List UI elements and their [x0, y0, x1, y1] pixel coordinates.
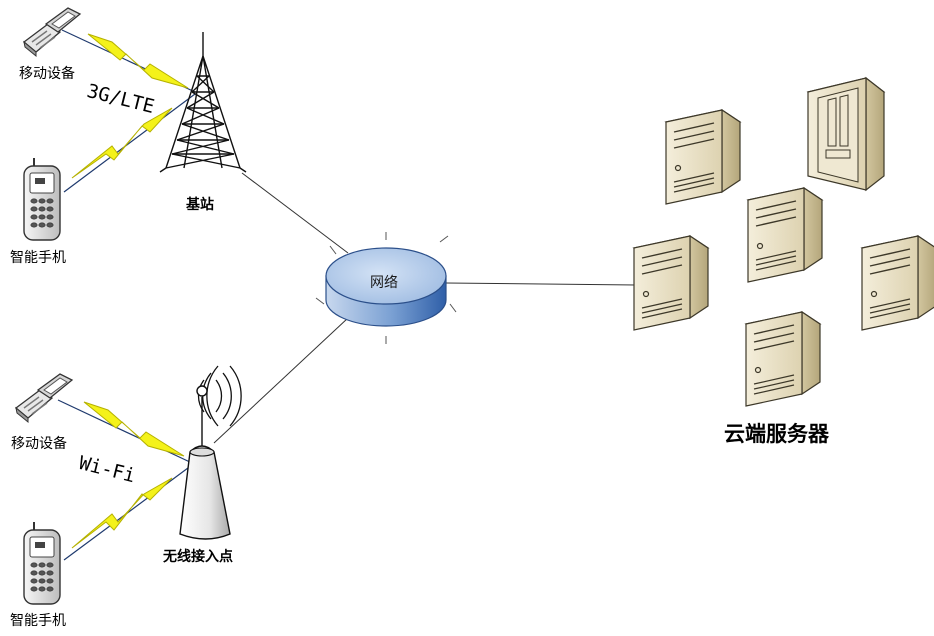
smartphone-icon — [23, 521, 61, 605]
link-ap-network — [213, 317, 349, 444]
server-icon — [861, 235, 934, 331]
lightning-bolts — [71, 33, 189, 549]
mobile-device-label: 移动设备 — [11, 436, 67, 452]
smartphone-icon — [23, 157, 61, 241]
lightning-icon — [71, 107, 173, 179]
smartphone-label: 智能手机 — [10, 613, 66, 629]
lightning-icon — [87, 33, 189, 89]
network-label: 网络 — [370, 275, 398, 291]
link-tower-network — [241, 172, 349, 254]
server-icon — [745, 311, 821, 407]
server-icon — [747, 187, 823, 283]
lightning-icon — [83, 401, 185, 457]
mobile-device-icon — [15, 373, 73, 423]
access-point-icon — [179, 365, 242, 540]
network-router-icon — [315, 232, 457, 344]
base-station-tower-icon — [159, 32, 247, 173]
access-point-label: 无线接入点 — [163, 549, 233, 565]
cloud-servers-label: 云端服务器 — [724, 422, 829, 446]
smartphone-label: 智能手机 — [10, 250, 66, 266]
base-station-label: 基站 — [186, 197, 214, 213]
server-icon — [665, 109, 741, 205]
rack-server-icon — [806, 76, 886, 192]
link-network-servers — [445, 282, 639, 286]
mobile-device-label: 移动设备 — [19, 66, 75, 82]
lightning-icon — [71, 477, 173, 549]
server-icon — [633, 235, 709, 331]
mobile-device-icon — [23, 7, 81, 57]
connection-lines — [213, 172, 639, 444]
